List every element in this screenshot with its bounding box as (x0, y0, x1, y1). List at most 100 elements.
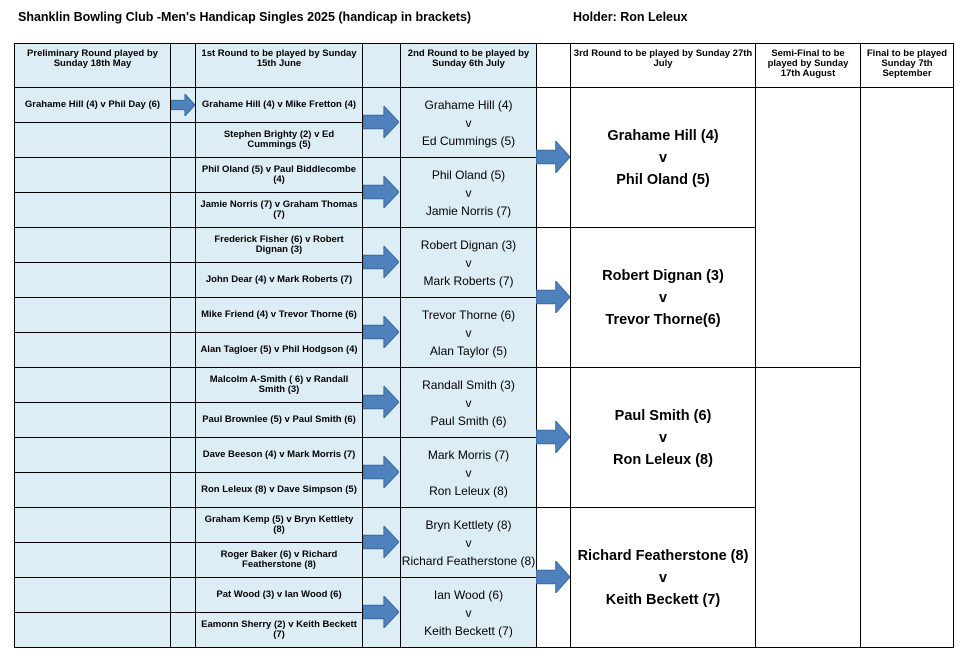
holder-label: Holder: Ron Leleux (573, 10, 688, 24)
round1-match-text: Stephen Brighty (2) v Ed Cummings (5) (223, 128, 335, 150)
prelim-row (14, 192, 171, 228)
round2-vs: v (465, 115, 472, 130)
round1-match: Stephen Brighty (2) v Ed Cummings (5) (195, 122, 363, 158)
round2-player-b: Alan Taylor (5) (429, 343, 508, 358)
prelim-row (14, 507, 171, 543)
round2-player-b: Paul Smith (6) (430, 413, 507, 428)
round1-match-text: John Dear (4) v Mark Roberts (7) (205, 273, 353, 285)
round3-vs: v (658, 289, 668, 306)
prelim-row (14, 122, 171, 158)
round1-match-text: Ron Leleux (8) v Dave Simpson (5) (201, 483, 357, 495)
prelim-row (14, 332, 171, 368)
round1-match-text: Jamie Norris (7) v Graham Thomas (7) (200, 198, 358, 220)
semi-final-slot (755, 87, 861, 368)
round1-match-text: Malcolm A-Smith ( 6) v Randall Smith (3) (209, 373, 349, 395)
arrow-right-icon (536, 421, 570, 453)
header-gap-3 (536, 43, 571, 88)
prelim-row (14, 402, 171, 438)
round1-match: John Dear (4) v Mark Roberts (7) (195, 262, 363, 298)
round3-vs: v (658, 429, 668, 446)
round1-match-text: Phil Oland (5) v Paul Biddlecombe (4) (201, 163, 357, 185)
round1-match-text: Grahame Hill (4) v Mike Fretton (4) (201, 98, 357, 110)
arrow-right-icon (363, 316, 399, 348)
gap-cell (170, 367, 196, 403)
prelim-row (14, 472, 171, 508)
round2-player-a: Ian Wood (6) (433, 587, 504, 602)
header-round3: 3rd Round to be played by Sunday 27th Ju… (570, 43, 756, 88)
round3-player-a: Richard Featherstone (8) (577, 547, 749, 564)
header-gap-1 (170, 43, 196, 88)
header-final: Final to be played Sunday 7th September (860, 43, 954, 88)
round1-match-text: Alan Tagloer (5) v Phil Hodgson (4) (200, 343, 358, 355)
round1-match: Ron Leleux (8) v Dave Simpson (5) (195, 472, 363, 508)
round1-match: Pat Wood (3) v Ian Wood (6) (195, 577, 363, 613)
round3-vs: v (658, 149, 668, 166)
gap-cell (170, 472, 196, 508)
round2-player-a: Grahame Hill (4) (424, 97, 513, 112)
arrow-right-icon (536, 561, 570, 593)
prelim-match: Grahame Hill (4) v Phil Day (6) (24, 98, 161, 110)
gap-cell (170, 192, 196, 228)
gap-cell (170, 577, 196, 613)
arrow-right-icon (536, 281, 570, 313)
prelim-row (14, 297, 171, 333)
round2-player-b: Mark Roberts (7) (423, 273, 514, 288)
round1-match: Frederick Fisher (6) v Robert Dignan (3) (195, 227, 363, 263)
round2-player-b: Jamie Norris (7) (425, 203, 512, 218)
arrow-right-icon (363, 246, 399, 278)
arrow-right-icon (363, 596, 399, 628)
round1-match-text: Roger Baker (6) v Richard Featherstone (… (220, 548, 338, 570)
round2-player-a: Phil Oland (5) (431, 167, 506, 182)
prelim-row (14, 262, 171, 298)
round3-player-a: Paul Smith (6) (614, 407, 712, 424)
header-gap-2 (362, 43, 401, 88)
round2-player-b: Ed Cummings (5) (421, 133, 516, 148)
round2-player-b: Ron Leleux (8) (429, 483, 508, 498)
round1-match: Dave Beeson (4) v Mark Morris (7) (195, 437, 363, 473)
arrow-right-icon (170, 93, 195, 116)
page-title: Shanklin Bowling Club -Men's Handicap Si… (18, 10, 472, 24)
round2-player-b: Richard Featherstone (8) (401, 553, 536, 568)
gap-cell (170, 297, 196, 333)
round1-match: Phil Oland (5) v Paul Biddlecombe (4) (195, 157, 363, 193)
round1-match: Eamonn Sherry (2) v Keith Beckett (7) (195, 612, 363, 648)
gap-cell (170, 542, 196, 578)
prelim-row: Grahame Hill (4) v Phil Day (6) (14, 87, 171, 123)
round2-match: Grahame Hill (4) v Ed Cummings (5) (400, 87, 537, 158)
round2-vs: v (465, 325, 472, 340)
round2-vs: v (465, 255, 472, 270)
arrow-right-icon (363, 106, 399, 138)
round1-match: Jamie Norris (7) v Graham Thomas (7) (195, 192, 363, 228)
prelim-row (14, 437, 171, 473)
gap-cell (170, 437, 196, 473)
round3-player-a: Grahame Hill (4) (607, 127, 719, 144)
arrow-right-icon (363, 526, 399, 558)
round2-vs: v (465, 465, 472, 480)
round2-player-a: Robert Dignan (3) (420, 237, 517, 252)
header-final-text: Final to be played Sunday 7th September (866, 48, 948, 79)
header-semi: Semi-Final to be played by Sunday 17th A… (755, 43, 861, 88)
round1-match: Paul Brownlee (5) v Paul Smith (6) (195, 402, 363, 438)
semi-final-slot (755, 367, 861, 648)
round1-match: Malcolm A-Smith ( 6) v Randall Smith (3) (195, 367, 363, 403)
round1-match-text: Dave Beeson (4) v Mark Morris (7) (202, 448, 356, 460)
header-semi-text: Semi-Final to be played by Sunday 17th A… (767, 48, 849, 79)
round3-player-b: Phil Oland (5) (616, 171, 710, 188)
round3-player-b: Ron Leleux (8) (613, 451, 713, 468)
header-round1-text: 1st Round to be played by Sunday 15th Ju… (201, 48, 357, 69)
gap-cell (170, 157, 196, 193)
round2-vs: v (465, 535, 472, 550)
header-round2: 2nd Round to be played by Sunday 6th Jul… (400, 43, 537, 88)
header-round3-text: 3rd Round to be played by Sunday 27th Ju… (573, 48, 753, 69)
gap-cell (170, 227, 196, 263)
gap-cell (170, 612, 196, 648)
round1-match: Mike Friend (4) v Trevor Thorne (6) (195, 297, 363, 333)
